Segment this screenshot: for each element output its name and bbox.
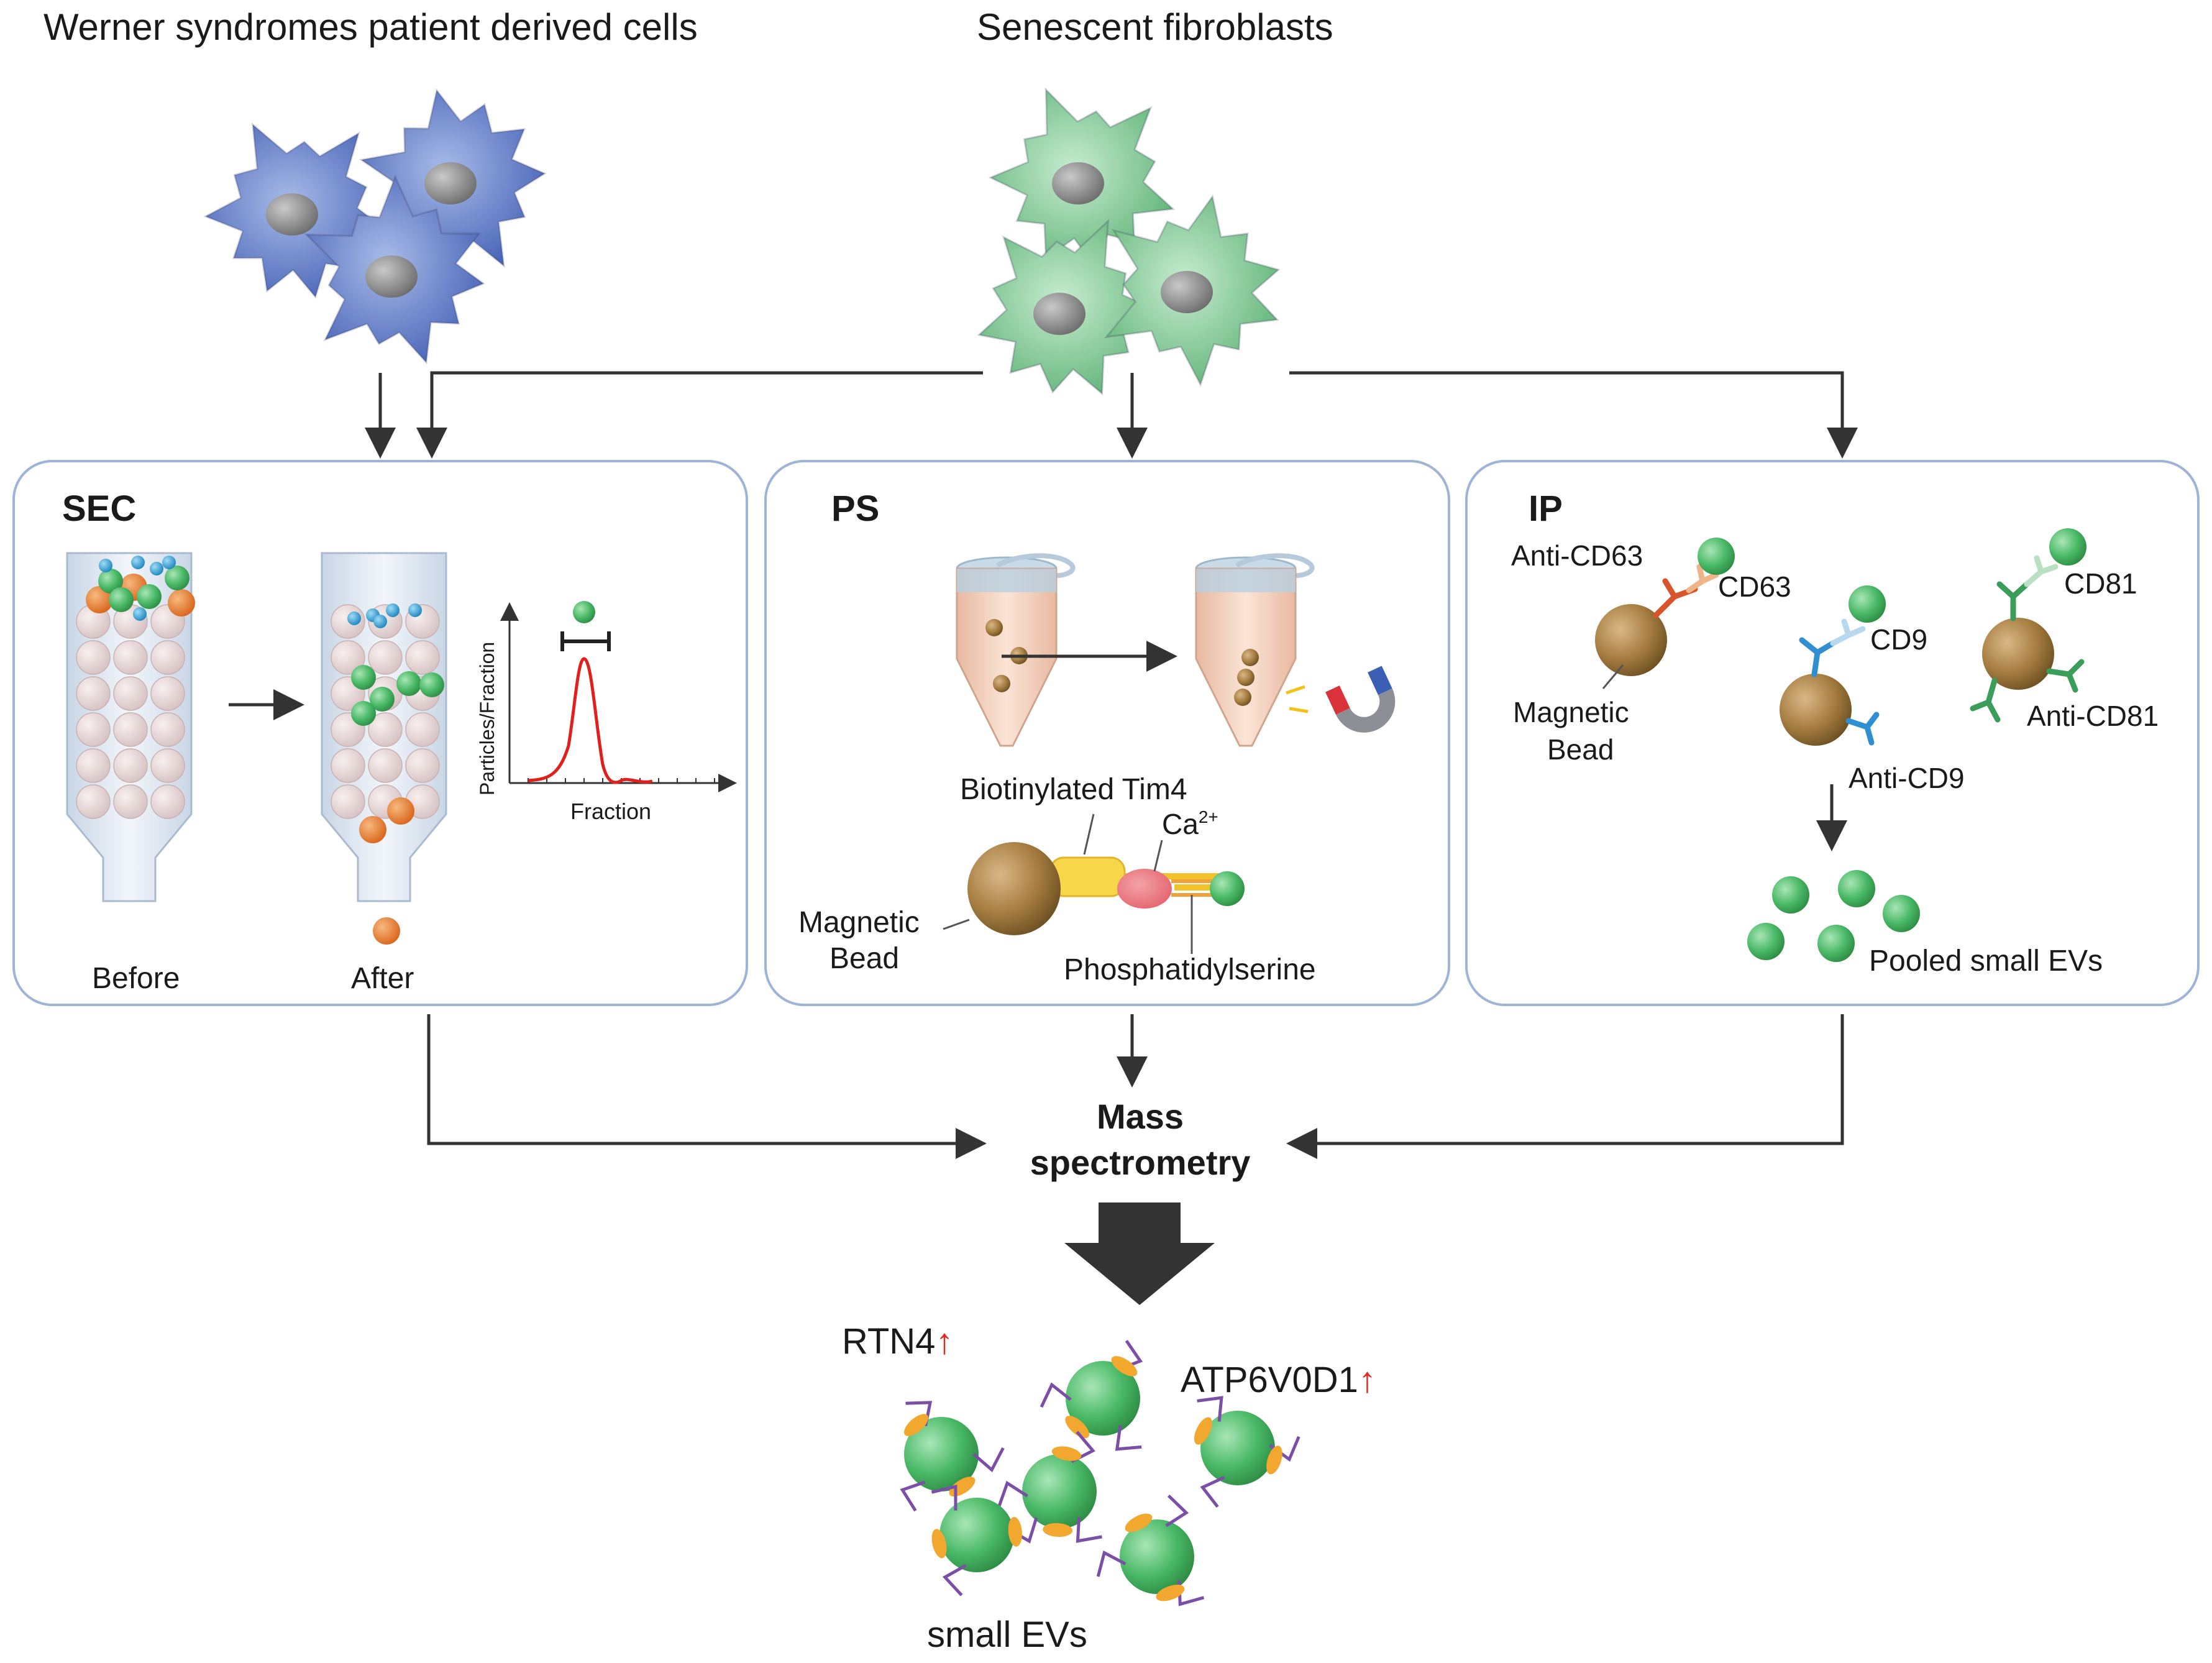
cd81-label: CD81 <box>2064 567 2137 600</box>
ip-cd81-complex <box>1970 528 2086 723</box>
cd9-label: CD9 <box>1870 623 1927 656</box>
arrow-ip-to-ms <box>1286 1014 1844 1159</box>
small-evs-label: small EVs <box>927 1615 1087 1655</box>
cd63-label: CD63 <box>1718 570 1791 603</box>
elution-curve <box>528 657 653 784</box>
ps-tube-after <box>1195 553 1315 747</box>
small-ev <box>900 1401 1005 1512</box>
magnet-icon <box>1325 666 1396 733</box>
ps-capture-schematic <box>943 813 1245 954</box>
ps-title: PS <box>831 488 879 529</box>
rtn4-label: RTN4↑ <box>842 1321 953 1362</box>
arrow-sec-to-ms <box>427 1014 987 1159</box>
sec-before-label: Before <box>92 962 180 995</box>
plot-x-label: Fraction <box>570 799 651 824</box>
atp6v0d1-up-arrow: ↑ <box>1358 1360 1376 1400</box>
senescent-cell <box>1104 194 1281 387</box>
ms-label-line2: spectrometry <box>1030 1143 1251 1182</box>
anti-cd81-label: Anti-CD81 <box>2027 700 2159 732</box>
ip-title: IP <box>1529 488 1563 529</box>
werner-cell <box>304 174 485 365</box>
ip-cd63-complex <box>1595 538 1735 689</box>
senescent-fibroblasts-label: Senescent fibroblasts <box>977 6 1333 48</box>
ps-bead-label-1: Magnetic <box>798 906 920 939</box>
senescent-cells-illustration <box>977 87 1281 396</box>
rtn4-up-arrow: ↑ <box>935 1321 953 1362</box>
phosphatidylserine-label: Phosphatidylserine <box>1064 953 1316 986</box>
arrow-senescent-to-sec <box>416 371 983 459</box>
small-ev <box>1194 1396 1300 1508</box>
small-ev <box>997 1431 1102 1543</box>
calcium-label: Ca2+ <box>1162 807 1218 840</box>
werner-cells-illustration <box>203 88 547 365</box>
ip-bead-label-1: Magnetic <box>1513 696 1629 728</box>
eluted-orange-particle <box>373 917 400 945</box>
tim4-label: Biotinylated Tim4 <box>960 773 1187 806</box>
small-ev <box>931 1484 1038 1597</box>
big-down-arrow <box>1064 1203 1215 1305</box>
atp6v0d1-label: ATP6V0D1↑ <box>1181 1360 1376 1400</box>
ms-label-line1: Mass <box>1097 1097 1184 1136</box>
sec-before-column <box>66 552 195 902</box>
pooled-evs-label: Pooled small EVs <box>1869 945 2103 978</box>
anti-cd9-label: Anti-CD9 <box>1849 762 1965 794</box>
ip-cd9-complex <box>1780 585 1886 746</box>
ps-bead-label-2: Bead <box>830 942 899 975</box>
sec-title: SEC <box>62 488 136 529</box>
ip-bead-label-2: Bead <box>1547 733 1614 766</box>
sec-elution-plot: Particles/Fraction Fraction <box>476 601 737 824</box>
werner-cells-label: Werner syndromes patient derived cells <box>43 6 698 48</box>
sec-after-label: After <box>351 962 414 995</box>
magnet-force-lines <box>1286 685 1309 713</box>
sec-after-column <box>321 552 447 902</box>
senescent-cell <box>977 218 1164 396</box>
ms-arrows <box>427 1014 1844 1159</box>
pooled-evs <box>1747 870 1920 962</box>
senescent-cell <box>988 87 1176 268</box>
plot-y-label: Particles/Fraction <box>476 642 498 795</box>
arrow-senescent-to-ip <box>1289 371 1858 459</box>
small-ev <box>1096 1494 1205 1606</box>
result-small-evs <box>900 1340 1300 1606</box>
anti-cd63-label: Anti-CD63 <box>1511 539 1643 572</box>
small-ev <box>1040 1340 1143 1451</box>
source-arrows <box>365 371 1858 459</box>
